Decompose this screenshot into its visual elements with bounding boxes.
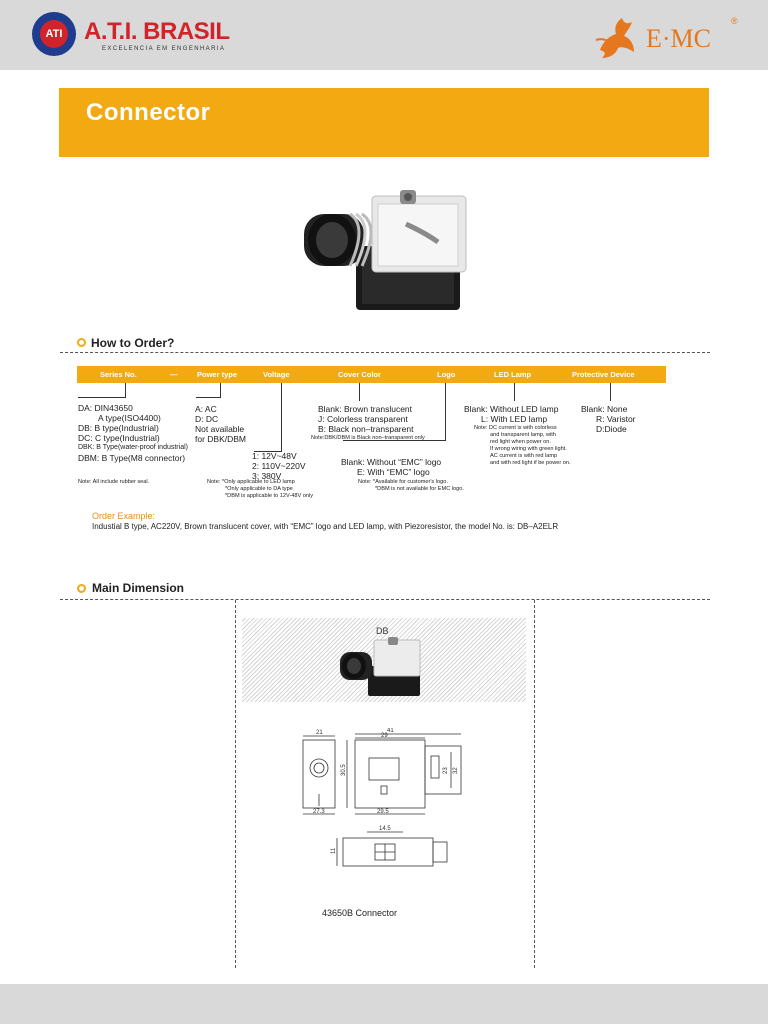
divider bbox=[60, 599, 710, 600]
led-note: and with red light if be power on. bbox=[490, 460, 571, 466]
leader-line bbox=[78, 397, 126, 398]
power-item: for DBK/DBM bbox=[195, 434, 247, 444]
series-item: A type(ISO4400) bbox=[98, 413, 161, 423]
series-item: DA: DIN43650 bbox=[78, 403, 133, 413]
dim-label: 29.5 bbox=[377, 809, 389, 815]
protective-item: Blank: None bbox=[581, 404, 628, 414]
protective-item: D:Diode bbox=[596, 424, 627, 434]
bar-label-voltage: Voltage bbox=[263, 370, 290, 379]
bar-label-power: Power type bbox=[197, 370, 238, 379]
leader-line bbox=[220, 383, 221, 397]
dim-label: 29 bbox=[381, 733, 388, 739]
section-bullet-icon bbox=[77, 338, 86, 347]
leader-line bbox=[514, 383, 515, 401]
leader-line bbox=[445, 383, 446, 440]
leader-line bbox=[610, 383, 611, 401]
cover-item: B: Black non–transparent bbox=[318, 424, 414, 434]
leader-line bbox=[125, 383, 126, 397]
logo-note: *DBM is not available for EMC logo. bbox=[375, 486, 464, 492]
led-item: L: With LED lamp bbox=[481, 414, 548, 424]
cover-note: Note:DBK/DBM is Black non–transparent on… bbox=[311, 435, 425, 441]
leader-line bbox=[254, 451, 282, 452]
voltage-note: *Only applicable to DA type bbox=[225, 486, 293, 492]
panel-label: DB bbox=[376, 626, 389, 636]
order-example-text: Industial B type, AC220V, Brown transluc… bbox=[92, 522, 559, 531]
bar-label-series: Series No. bbox=[100, 370, 137, 379]
panel-border-left bbox=[235, 600, 236, 968]
panel-border-right bbox=[534, 600, 535, 968]
order-code-bar bbox=[77, 366, 666, 383]
leader-line bbox=[359, 383, 360, 401]
led-note: Note: DC current is with colorless bbox=[474, 425, 557, 431]
title-banner bbox=[59, 88, 709, 157]
led-note: AC current is with red lamp bbox=[490, 453, 558, 459]
bar-label-protective: Protective Device bbox=[572, 370, 635, 379]
emc-horse-icon bbox=[595, 18, 634, 58]
dimension-drawing: 21 41 29 30.5 32 23 27.3 29.5 14.5 11 bbox=[302, 728, 462, 867]
series-item: DBK: B Type(water-proof industrial) bbox=[78, 444, 188, 451]
voltage-item: 1: 12V~48V bbox=[252, 451, 297, 461]
voltage-item: 3: 380V bbox=[252, 471, 282, 481]
protective-item: R: Varistor bbox=[596, 414, 636, 424]
voltage-note: Note: *Only applicable to LED lamp bbox=[207, 479, 295, 485]
leader-line bbox=[196, 397, 221, 398]
dim-label: 27.3 bbox=[313, 809, 325, 815]
divider bbox=[60, 352, 710, 353]
connector-product-photo bbox=[304, 190, 467, 310]
connector-small-photo bbox=[340, 637, 421, 696]
dim-label: 30.5 bbox=[341, 764, 347, 776]
header-bar bbox=[0, 0, 768, 70]
led-note: red light when power on. bbox=[490, 439, 551, 445]
dim-label: 14.5 bbox=[379, 826, 391, 832]
ati-logo: ATI bbox=[40, 20, 68, 48]
emc-registered-mark: ® bbox=[731, 16, 738, 26]
series-item: DB: B type(Industrial) bbox=[78, 423, 159, 433]
logo-item: Blank: Without “EMC” logo bbox=[341, 457, 442, 467]
dim-label: 41 bbox=[387, 728, 394, 734]
led-item: Blank: Without LED lamp bbox=[464, 404, 559, 414]
cover-item: Blank: Brown translucent bbox=[318, 404, 413, 414]
logo-item: E: With “EMC” logo bbox=[357, 467, 430, 477]
page-title: Connector bbox=[86, 99, 211, 126]
series-item: DBM: B Type(M8 connector) bbox=[78, 453, 186, 463]
voltage-item: 2: 110V~220V bbox=[252, 461, 306, 471]
how-to-order-heading: How to Order? bbox=[91, 336, 175, 350]
logo-note: Note: *Available for customer's logo. bbox=[358, 479, 448, 485]
cover-item: J: Colorless transparent bbox=[318, 414, 408, 424]
order-example-title: Order Example: bbox=[92, 511, 156, 521]
emc-brand-name: E·MC bbox=[646, 24, 711, 53]
ati-brand-name: A.T.I. BRASIL bbox=[84, 18, 230, 45]
bar-label-dash: — bbox=[170, 370, 178, 379]
section-bullet-icon bbox=[77, 584, 86, 593]
main-dimension-heading: Main Dimension bbox=[92, 581, 185, 595]
dim-label: 32 bbox=[453, 767, 459, 774]
footer-bar bbox=[0, 984, 768, 1024]
power-item: Not available bbox=[195, 424, 245, 434]
bar-label-cover: Cover Color bbox=[338, 370, 381, 379]
dim-label: 21 bbox=[316, 730, 323, 736]
bar-label-logo: Logo bbox=[437, 370, 456, 379]
bar-label-led: LED Lamp bbox=[494, 370, 532, 379]
dim-label: 11 bbox=[331, 847, 337, 854]
series-note: Note: All include rubber seal. bbox=[78, 479, 150, 485]
power-item: A: AC bbox=[195, 404, 217, 414]
drawing-caption: 43650B Connector bbox=[322, 908, 398, 918]
ati-tagline: EXCELENCIA EM ENGENHARIA bbox=[102, 46, 226, 52]
series-item: DC: C type(Industrial) bbox=[78, 433, 160, 443]
leader-line bbox=[343, 440, 446, 441]
led-note: and transparent lamp, with bbox=[490, 432, 556, 438]
power-item: D: DC bbox=[195, 414, 219, 424]
dim-label: 23 bbox=[443, 767, 449, 774]
leader-line bbox=[281, 383, 282, 451]
voltage-note: *DBM is applicable to 12V-48V only bbox=[225, 493, 313, 499]
led-note: If wrong wiring with green light. bbox=[490, 446, 567, 452]
